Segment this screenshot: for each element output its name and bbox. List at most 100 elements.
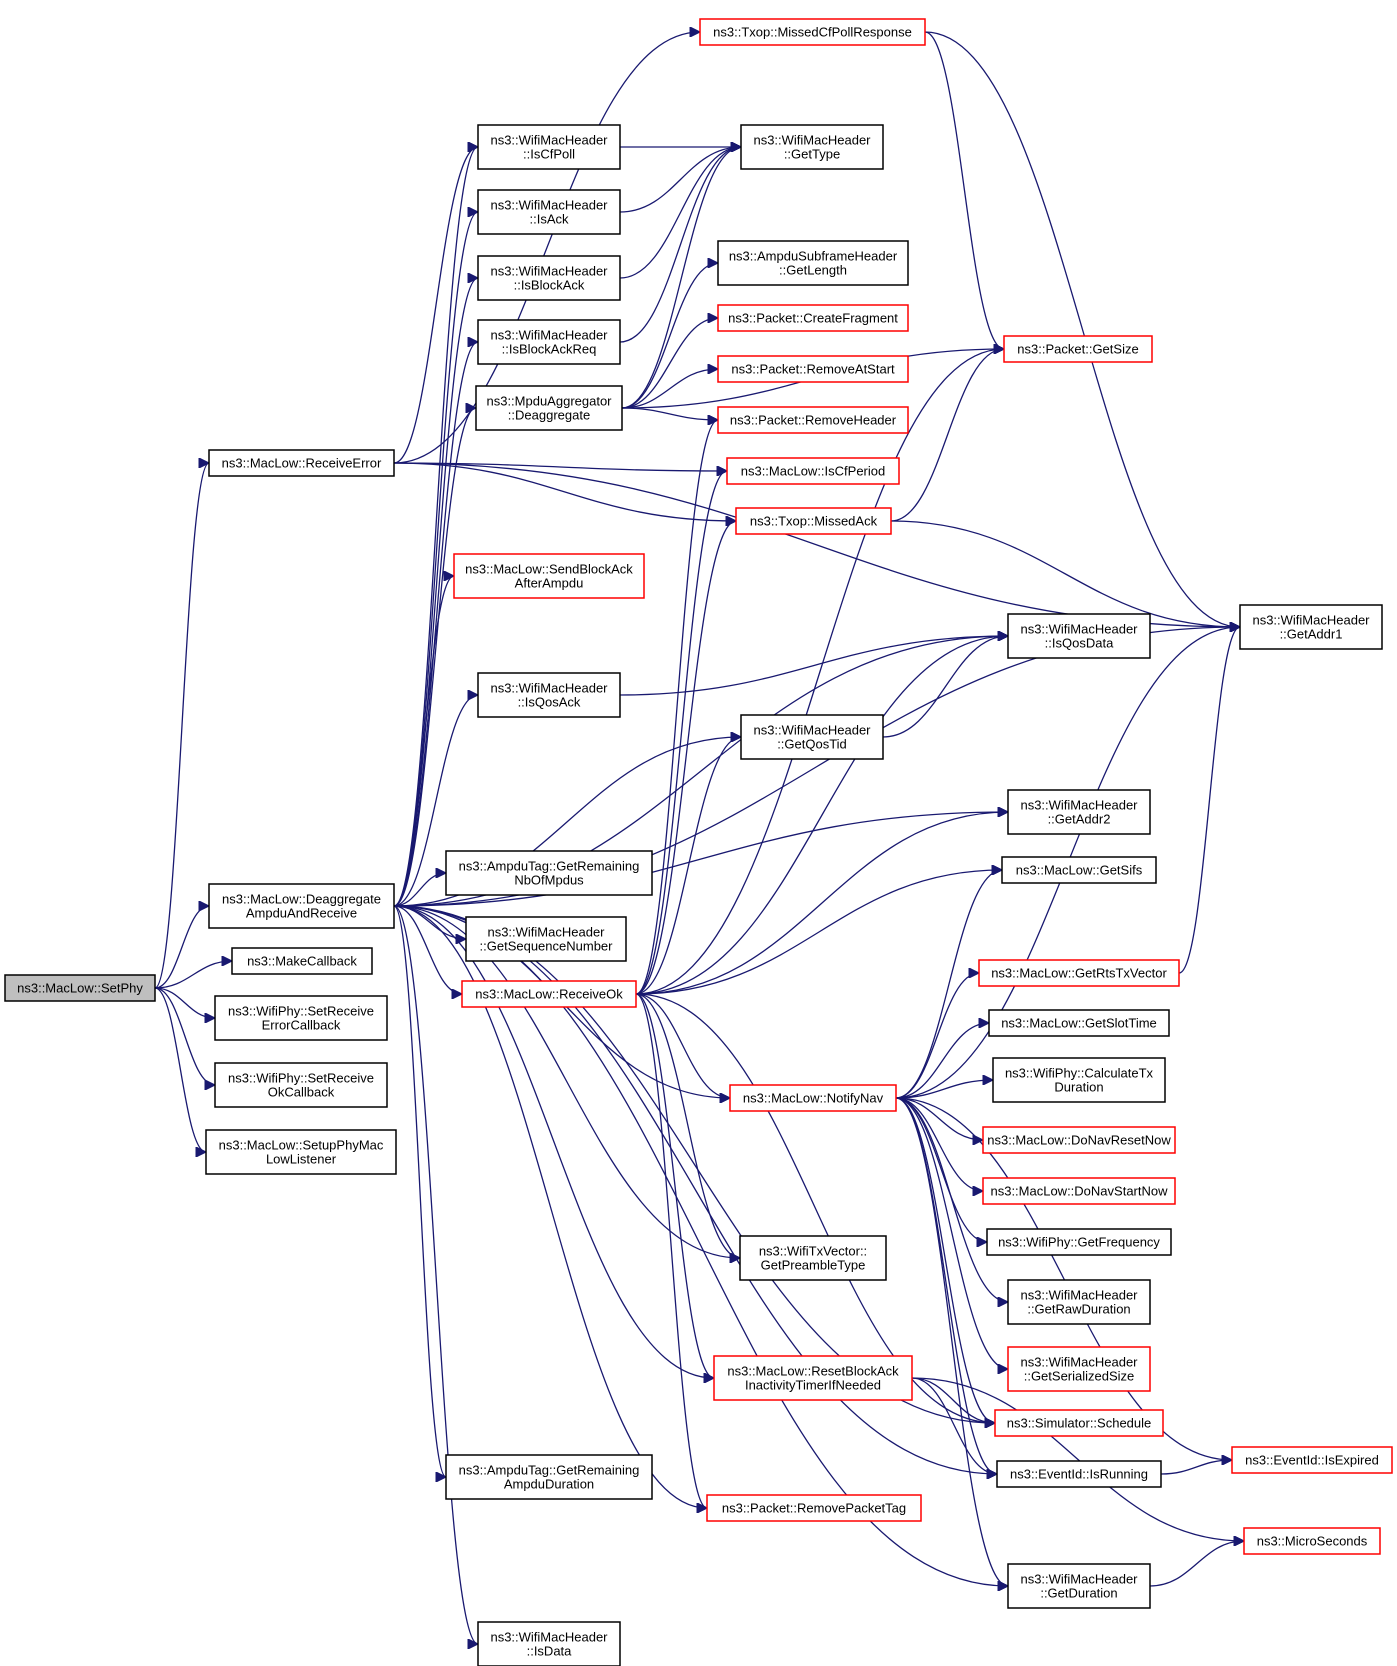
node-box <box>717 304 909 332</box>
node-get-slot-time[interactable]: ns3::MacLow::GetSlotTime <box>988 1009 1170 1037</box>
node-label: Duration <box>1054 1080 1103 1095</box>
edge-set-phy-to-set-receive-ok-callback <box>154 987 216 1085</box>
node-box <box>1001 856 1157 884</box>
node-mpdu-deaggregate[interactable]: ns3::MpduAggregator::Deaggregate <box>475 385 623 431</box>
node-box <box>208 449 395 477</box>
node-get-sifs[interactable]: ns3::MacLow::GetSifs <box>1001 856 1157 884</box>
node-remove-packet-tag[interactable]: ns3::Packet::RemovePacketTag <box>706 1494 922 1522</box>
node-micro-seconds[interactable]: ns3::MicroSeconds <box>1243 1527 1381 1555</box>
node-receive-error[interactable]: ns3::MacLow::ReceiveError <box>208 449 395 477</box>
node-label: ns3::MakeCallback <box>247 954 357 969</box>
node-label: ns3::WifiMacHeader <box>490 328 608 343</box>
edge-receive-ok-to-schedule <box>635 993 995 1423</box>
node-make-callback[interactable]: ns3::MakeCallback <box>231 947 373 975</box>
node-reset-block-ack-inactivity-timer-if-needed[interactable]: ns3::MacLow::ResetBlockAckInactivityTime… <box>713 1355 913 1401</box>
node-do-nav-reset-now[interactable]: ns3::MacLow::DoNavResetNow <box>982 1126 1176 1154</box>
node-get-serialized-size[interactable]: ns3::WifiMacHeader::GetSerializedSize <box>1007 1346 1151 1392</box>
node-is-cf-period[interactable]: ns3::MacLow::IsCfPeriod <box>726 457 900 485</box>
node-label: ns3::MacLow::NotifyNav <box>743 1091 884 1106</box>
node-label: ns3::MacLow::SetupPhyMac <box>219 1138 384 1153</box>
node-label: ns3::AmpduTag::GetRemaining <box>459 1463 640 1478</box>
node-get-sequence-number[interactable]: ns3::WifiMacHeader::GetSequenceNumber <box>465 916 627 962</box>
node-label: ns3::WifiTxVector:: <box>759 1244 867 1259</box>
node-is-block-ack-req[interactable]: ns3::WifiMacHeader::IsBlockAckReq <box>477 319 621 365</box>
edge-deaggregate-ampdu-and-receive-to-is-qos-ack <box>393 695 479 907</box>
node-label: ::GetQosTid <box>777 737 847 752</box>
node-box <box>453 553 645 599</box>
node-get-length[interactable]: ns3::AmpduSubframeHeader::GetLength <box>717 240 909 286</box>
node-receive-ok[interactable]: ns3::MacLow::ReceiveOk <box>461 980 637 1008</box>
edge-missed-cf-poll-response-to-get-addr1 <box>924 31 1240 627</box>
node-schedule[interactable]: ns3::Simulator::Schedule <box>994 1409 1164 1437</box>
node-set-phy[interactable]: ns3::MacLow::SetPhy <box>4 974 156 1002</box>
node-get-addr2[interactable]: ns3::WifiMacHeader::GetAddr2 <box>1007 789 1151 835</box>
node-get-addr1[interactable]: ns3::WifiMacHeader::GetAddr1 <box>1239 604 1383 650</box>
node-box <box>1003 335 1153 363</box>
node-label: ns3::MacLow::Deaggregate <box>222 892 381 907</box>
node-is-running[interactable]: ns3::EventId::IsRunning <box>996 1460 1162 1488</box>
node-box <box>729 1084 897 1112</box>
node-box <box>1007 789 1151 835</box>
node-create-fragment[interactable]: ns3::Packet::CreateFragment <box>717 304 909 332</box>
node-is-expired[interactable]: ns3::EventId::IsExpired <box>1231 1446 1393 1474</box>
node-remove-header[interactable]: ns3::Packet::RemoveHeader <box>717 406 909 434</box>
node-label: ::GetLength <box>779 263 847 278</box>
node-label: ::IsQosData <box>1045 636 1114 651</box>
node-get-qos-tid[interactable]: ns3::WifiMacHeader::GetQosTid <box>740 714 884 760</box>
node-is-data[interactable]: ns3::WifiMacHeader::IsData <box>477 1621 621 1666</box>
node-box <box>477 319 621 365</box>
node-label: ns3::MicroSeconds <box>1257 1534 1368 1549</box>
node-missed-ack[interactable]: ns3::Txop::MissedAck <box>735 507 892 535</box>
edge-receive-ok-to-get-addr2 <box>635 812 1008 995</box>
node-label: ns3::MacLow::GetSlotTime <box>1001 1016 1157 1031</box>
node-is-cf-poll[interactable]: ns3::WifiMacHeader::IsCfPoll <box>477 124 621 170</box>
node-label: OkCallback <box>268 1085 335 1100</box>
node-get-duration[interactable]: ns3::WifiMacHeader::GetDuration <box>1007 1563 1151 1609</box>
node-get-frequency[interactable]: ns3::WifiPhy::GetFrequency <box>986 1228 1172 1256</box>
node-label: ::Deaggregate <box>508 408 590 423</box>
node-label: ns3::MacLow::GetSifs <box>1016 863 1143 878</box>
edge-deaggregate-ampdu-and-receive-to-get-sequence-number <box>393 905 466 939</box>
edge-notify-nav-to-get-sifs <box>895 870 1003 1099</box>
node-label: ns3::WifiMacHeader <box>753 133 871 148</box>
node-label: ns3::Packet::CreateFragment <box>728 311 898 326</box>
node-missed-cf-poll-response[interactable]: ns3::Txop::MissedCfPollResponse <box>699 18 926 46</box>
node-label: NbOfMpdus <box>514 873 584 888</box>
node-label: LowListener <box>266 1152 337 1167</box>
edge-receive-ok-to-remove-packet-tag <box>635 993 708 1508</box>
edge-notify-nav-to-do-nav-start-now <box>895 1097 983 1191</box>
node-is-qos-data[interactable]: ns3::WifiMacHeader::IsQosData <box>1007 613 1151 659</box>
node-get-rts-tx-vector[interactable]: ns3::MacLow::GetRtsTxVector <box>978 959 1180 987</box>
node-notify-nav[interactable]: ns3::MacLow::NotifyNav <box>729 1084 897 1112</box>
node-get-type[interactable]: ns3::WifiMacHeader::GetType <box>740 124 884 170</box>
edge-receive-error-to-get-addr1 <box>393 462 1240 627</box>
node-do-nav-start-now[interactable]: ns3::MacLow::DoNavStartNow <box>982 1177 1176 1205</box>
edge-mpdu-deaggregate-to-create-fragment <box>621 318 718 409</box>
node-box <box>477 672 621 718</box>
node-label: ns3::Txop::MissedCfPollResponse <box>713 25 912 40</box>
node-is-qos-ack[interactable]: ns3::WifiMacHeader::IsQosAck <box>477 672 621 718</box>
node-label: ns3::Packet::RemovePacketTag <box>722 1501 906 1516</box>
node-label: ::GetAddr2 <box>1048 812 1111 827</box>
node-is-ack[interactable]: ns3::WifiMacHeader::IsAck <box>477 189 621 235</box>
node-get-preamble-type[interactable]: ns3::WifiTxVector::GetPreambleType <box>739 1235 887 1281</box>
node-remove-at-start[interactable]: ns3::Packet::RemoveAtStart <box>717 355 909 383</box>
node-get-raw-duration[interactable]: ns3::WifiMacHeader::GetRawDuration <box>1007 1279 1151 1325</box>
node-label: AmpduDuration <box>504 1477 594 1492</box>
node-label: ns3::WifiMacHeader <box>1020 622 1138 637</box>
node-get-size[interactable]: ns3::Packet::GetSize <box>1003 335 1153 363</box>
node-box <box>477 1621 621 1666</box>
node-is-block-ack[interactable]: ns3::WifiMacHeader::IsBlockAck <box>477 255 621 301</box>
node-box <box>1007 1279 1151 1325</box>
node-label: ns3::WifiMacHeader <box>487 925 605 940</box>
node-label: ns3::WifiMacHeader <box>490 1630 608 1645</box>
